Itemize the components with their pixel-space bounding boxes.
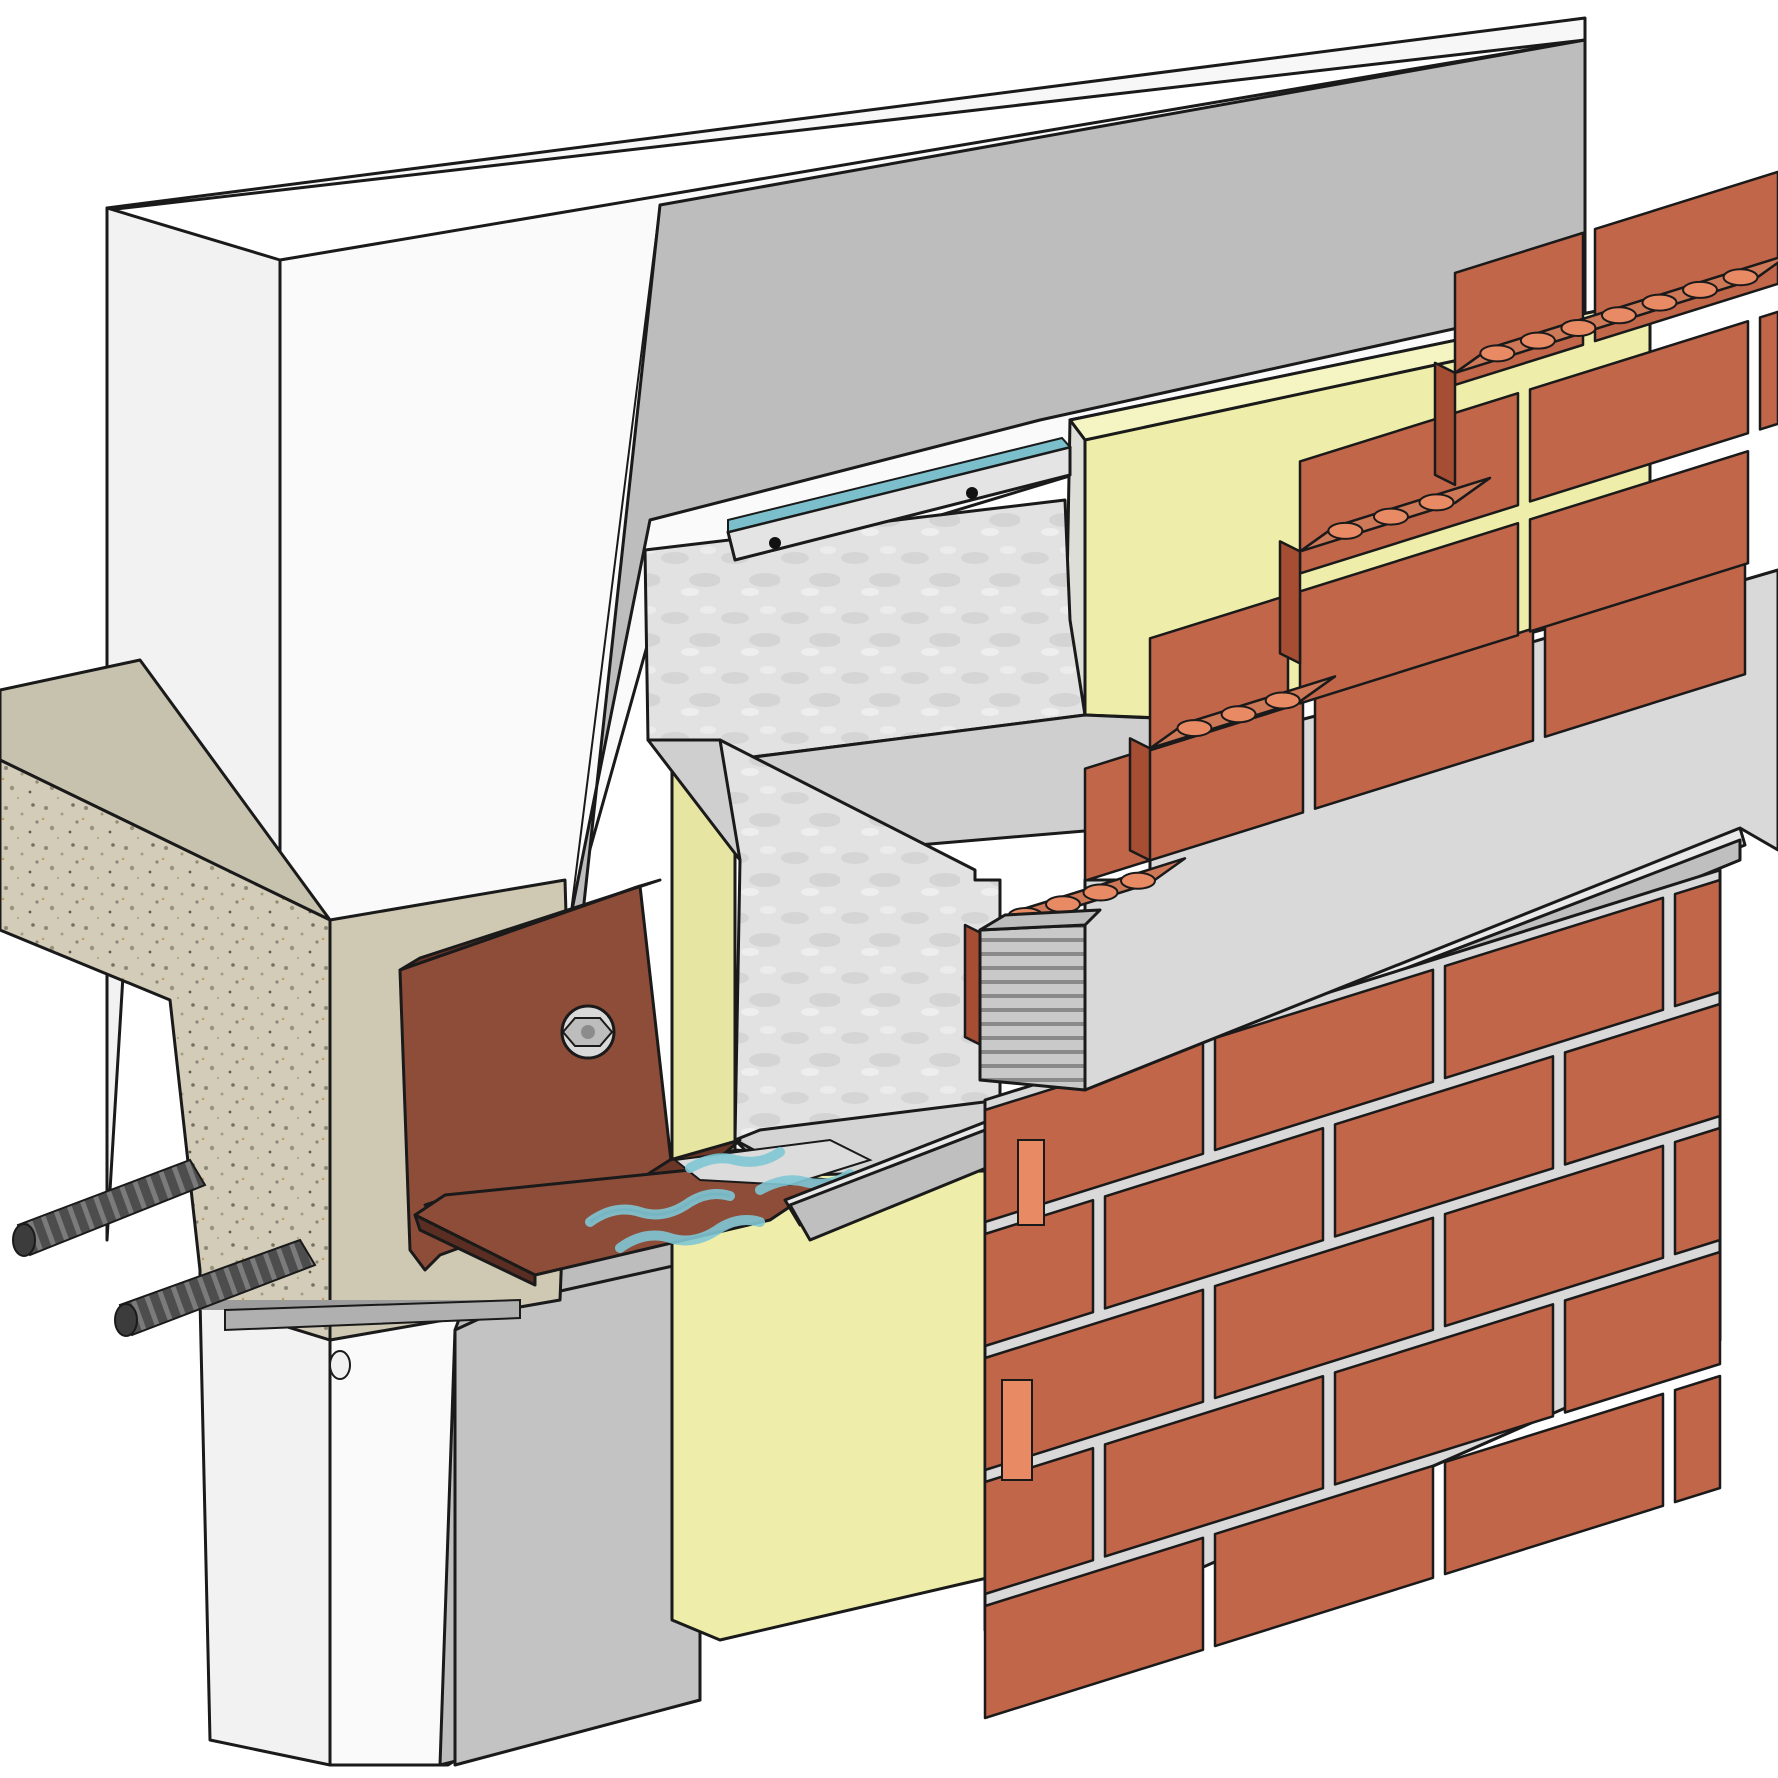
brick bbox=[1213, 968, 1435, 1152]
brick-perforation-hole bbox=[1372, 507, 1409, 526]
brick-perforation-hole bbox=[1519, 331, 1556, 350]
brick-perforation-hole bbox=[1220, 705, 1257, 724]
brick bbox=[1563, 1250, 1722, 1414]
tube-1 bbox=[1017, 1139, 1045, 1226]
upper-brick-courses bbox=[1083, 170, 1778, 882]
brick-perforation-hole bbox=[1264, 691, 1301, 710]
steel-reinforcement-bars bbox=[12, 1158, 521, 1380]
rebar-horizontal bbox=[224, 1298, 521, 1380]
lower-brick-courses bbox=[983, 878, 1722, 1720]
brick bbox=[1443, 1392, 1665, 1576]
plaster-lower bbox=[453, 1258, 702, 1767]
brick-perforation-hole bbox=[1082, 883, 1119, 902]
brick bbox=[1103, 1126, 1325, 1310]
brick-perforation-hole bbox=[1327, 521, 1364, 540]
brick bbox=[1213, 1464, 1435, 1648]
brick bbox=[983, 1536, 1205, 1720]
brick-perforation-hole bbox=[1600, 306, 1637, 325]
rebar-lower bbox=[114, 1238, 317, 1337]
brick bbox=[1298, 521, 1520, 705]
flashing-strip-lip bbox=[727, 436, 1072, 534]
brick bbox=[1528, 319, 1750, 503]
brick bbox=[1673, 1374, 1722, 1504]
bolt-fixing bbox=[560, 1004, 616, 1060]
wall-ties bbox=[585, 1138, 873, 1253]
cavity-closer-flashing-strip bbox=[726, 436, 1072, 562]
tie-plate bbox=[672, 1138, 873, 1187]
brick-end-face bbox=[1128, 737, 1152, 862]
flashing-fixing-1 bbox=[769, 537, 781, 549]
brick bbox=[1673, 1126, 1722, 1256]
brick bbox=[1333, 1055, 1555, 1238]
brick-perforation-hole bbox=[1120, 871, 1156, 890]
brick bbox=[1443, 896, 1665, 1080]
weep-vent-top bbox=[978, 908, 1102, 932]
weep-vent bbox=[978, 908, 1102, 1092]
brick bbox=[1673, 878, 1722, 1008]
brick bbox=[1213, 1216, 1435, 1400]
brick-end-face bbox=[1433, 361, 1457, 487]
brick bbox=[1333, 1303, 1555, 1486]
brick bbox=[1528, 449, 1750, 633]
tie-2 bbox=[615, 1215, 765, 1253]
brick bbox=[1103, 1374, 1325, 1558]
brick-perforation-hole bbox=[1560, 318, 1597, 337]
tube-2 bbox=[1001, 1379, 1033, 1481]
flashing-fixing-2 bbox=[966, 487, 978, 499]
brick bbox=[983, 1446, 1095, 1596]
brick-perforation-hole bbox=[1641, 293, 1678, 312]
brick bbox=[983, 1198, 1095, 1348]
brick bbox=[1563, 1002, 1722, 1166]
brick bbox=[1443, 1144, 1665, 1328]
weep-vent-body bbox=[978, 923, 1087, 1092]
brick-perforation-hole bbox=[1418, 493, 1455, 512]
brick-perforation-hole bbox=[1479, 344, 1516, 363]
brick-end-face bbox=[1278, 540, 1302, 665]
angle-vertical-leg-edge bbox=[398, 878, 662, 972]
rebar-upper bbox=[12, 1158, 207, 1257]
block-wall-front-lower bbox=[198, 1298, 332, 1767]
brick-perforation-hole bbox=[1176, 719, 1213, 738]
concrete-block-wall bbox=[105, 16, 1587, 1767]
brick bbox=[983, 1288, 1205, 1472]
bolt-thread bbox=[581, 1025, 595, 1039]
brick-outer-leaf bbox=[963, 170, 1778, 1720]
brick bbox=[1593, 170, 1778, 343]
plaster-edge bbox=[569, 204, 661, 921]
tie-3 bbox=[685, 1147, 785, 1173]
brick-perforation-hole bbox=[1682, 280, 1719, 299]
angle-nose bbox=[413, 1213, 537, 1287]
brick bbox=[1758, 310, 1778, 431]
tie-1-fill bbox=[585, 1189, 735, 1227]
brick-perforation-tubes bbox=[1001, 1139, 1045, 1481]
brick-perforation-hole bbox=[1722, 268, 1759, 287]
